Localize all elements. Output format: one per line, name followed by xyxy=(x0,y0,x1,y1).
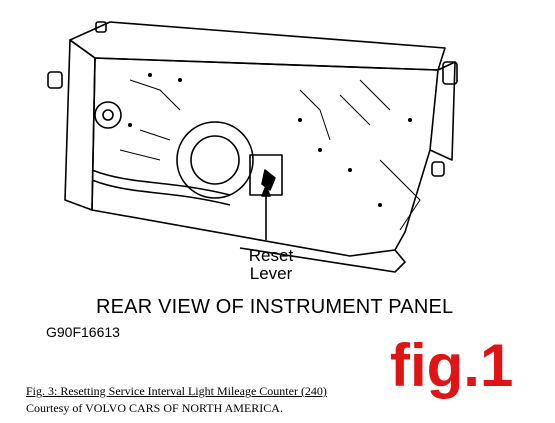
housing-top xyxy=(69,21,446,71)
instrument-panel-illustration xyxy=(47,21,458,273)
gauge-housing xyxy=(176,121,254,199)
figure-tag: fig.1 xyxy=(390,332,514,399)
figure-credit: Courtesy of VOLVO CARS OF NORTH AMERICA. xyxy=(26,401,283,415)
mount-tab-right-lower xyxy=(431,161,445,177)
diagram-title: REAR VIEW OF INSTRUMENT PANEL xyxy=(96,296,454,318)
circuit-board xyxy=(91,57,439,257)
mount-tab-left xyxy=(47,71,63,89)
housing-right xyxy=(429,61,456,161)
reset-lever-label: Reset Lever xyxy=(248,246,294,283)
mount-tab-right-upper xyxy=(442,61,458,85)
figure-caption[interactable]: Fig. 3: Resetting Service Interval Light… xyxy=(26,384,327,398)
housing-front xyxy=(64,39,96,211)
drawing-code: G90F16613 xyxy=(46,324,120,340)
